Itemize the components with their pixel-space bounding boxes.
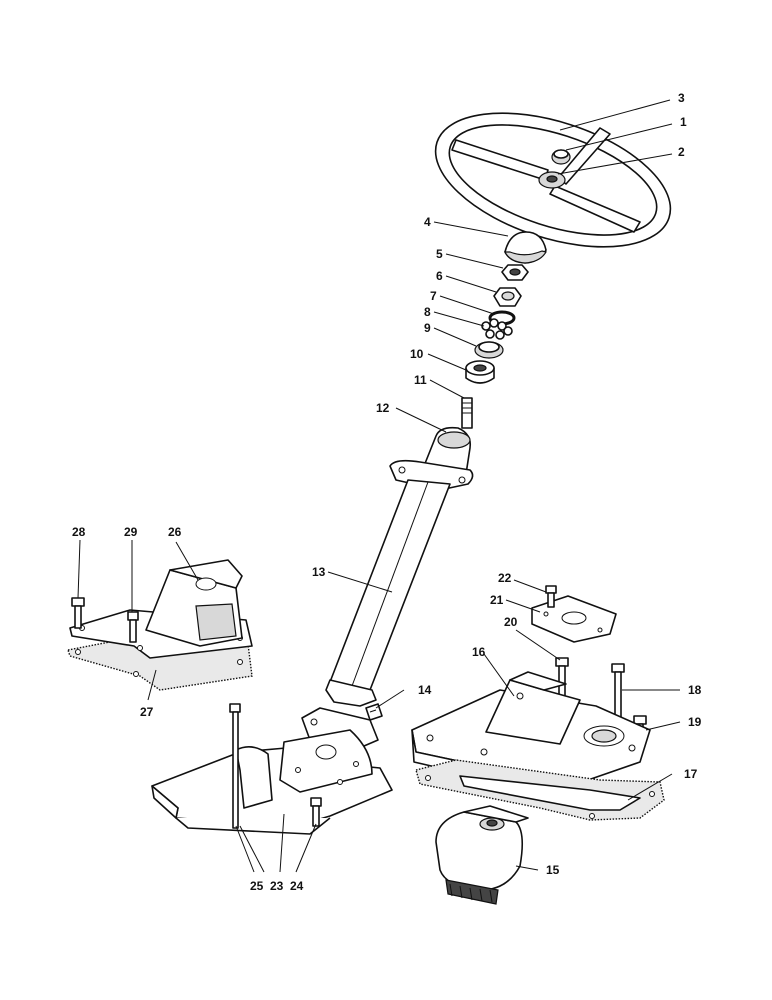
locking-nut [493, 287, 522, 307]
callout-12: 12 [376, 401, 390, 415]
callout-25: 25 [250, 879, 264, 893]
callout-6: 6 [436, 269, 443, 283]
callout-22: 22 [498, 571, 512, 585]
callout-1: 1 [680, 115, 687, 129]
lower-left-bracket [151, 729, 393, 835]
callout-10: 10 [410, 347, 424, 361]
callout-5: 5 [436, 247, 443, 261]
callout-4: 4 [424, 215, 431, 229]
callout-24: 24 [290, 879, 304, 893]
ball-bearings [481, 318, 513, 340]
callout-8: 8 [424, 305, 431, 319]
long-bolt-25 [229, 703, 241, 829]
callout-21: 21 [490, 593, 504, 607]
top-cover-plate-21 [531, 595, 617, 643]
callout-20: 20 [504, 615, 518, 629]
wheel-cap [551, 149, 571, 165]
steering-wheel [434, 112, 672, 248]
callout-28: 28 [72, 525, 86, 539]
callout-27: 27 [140, 705, 154, 719]
steering-unit-15 [435, 805, 529, 905]
bearing-race [474, 341, 504, 359]
callout-23: 23 [270, 879, 284, 893]
callout-15: 15 [546, 863, 560, 877]
bolt-22 [545, 585, 557, 608]
steering-shaft-top [461, 397, 473, 429]
callout-26: 26 [168, 525, 182, 539]
horn-cover [504, 231, 547, 264]
left-bracket-housing [145, 559, 243, 647]
bolt-29 [127, 611, 139, 643]
callout-17: 17 [684, 767, 698, 781]
callout-18: 18 [688, 683, 702, 697]
bolt-28 [71, 597, 85, 629]
callout-14: 14 [418, 683, 432, 697]
callout-2: 2 [678, 145, 685, 159]
right-gasket-17 [415, 759, 665, 821]
steering-nut [501, 264, 529, 281]
callout-3: 3 [678, 91, 685, 105]
callout-9: 9 [424, 321, 431, 335]
callout-19: 19 [688, 715, 702, 729]
callout-16: 16 [472, 645, 486, 659]
callout-11: 11 [414, 373, 427, 387]
callout-29: 29 [124, 525, 138, 539]
steering-column [325, 426, 474, 707]
small-bolt-24 [310, 797, 322, 827]
callout-13: 13 [312, 565, 326, 579]
bearing-cup [465, 360, 495, 384]
left-gasket [67, 639, 253, 691]
column-bolt [365, 703, 383, 721]
leader-lines [77, 99, 681, 873]
callout-labels: 1 2 3 4 5 6 7 8 9 10 11 12 13 14 15 16 1… [72, 91, 702, 893]
callout-7: 7 [430, 289, 437, 303]
